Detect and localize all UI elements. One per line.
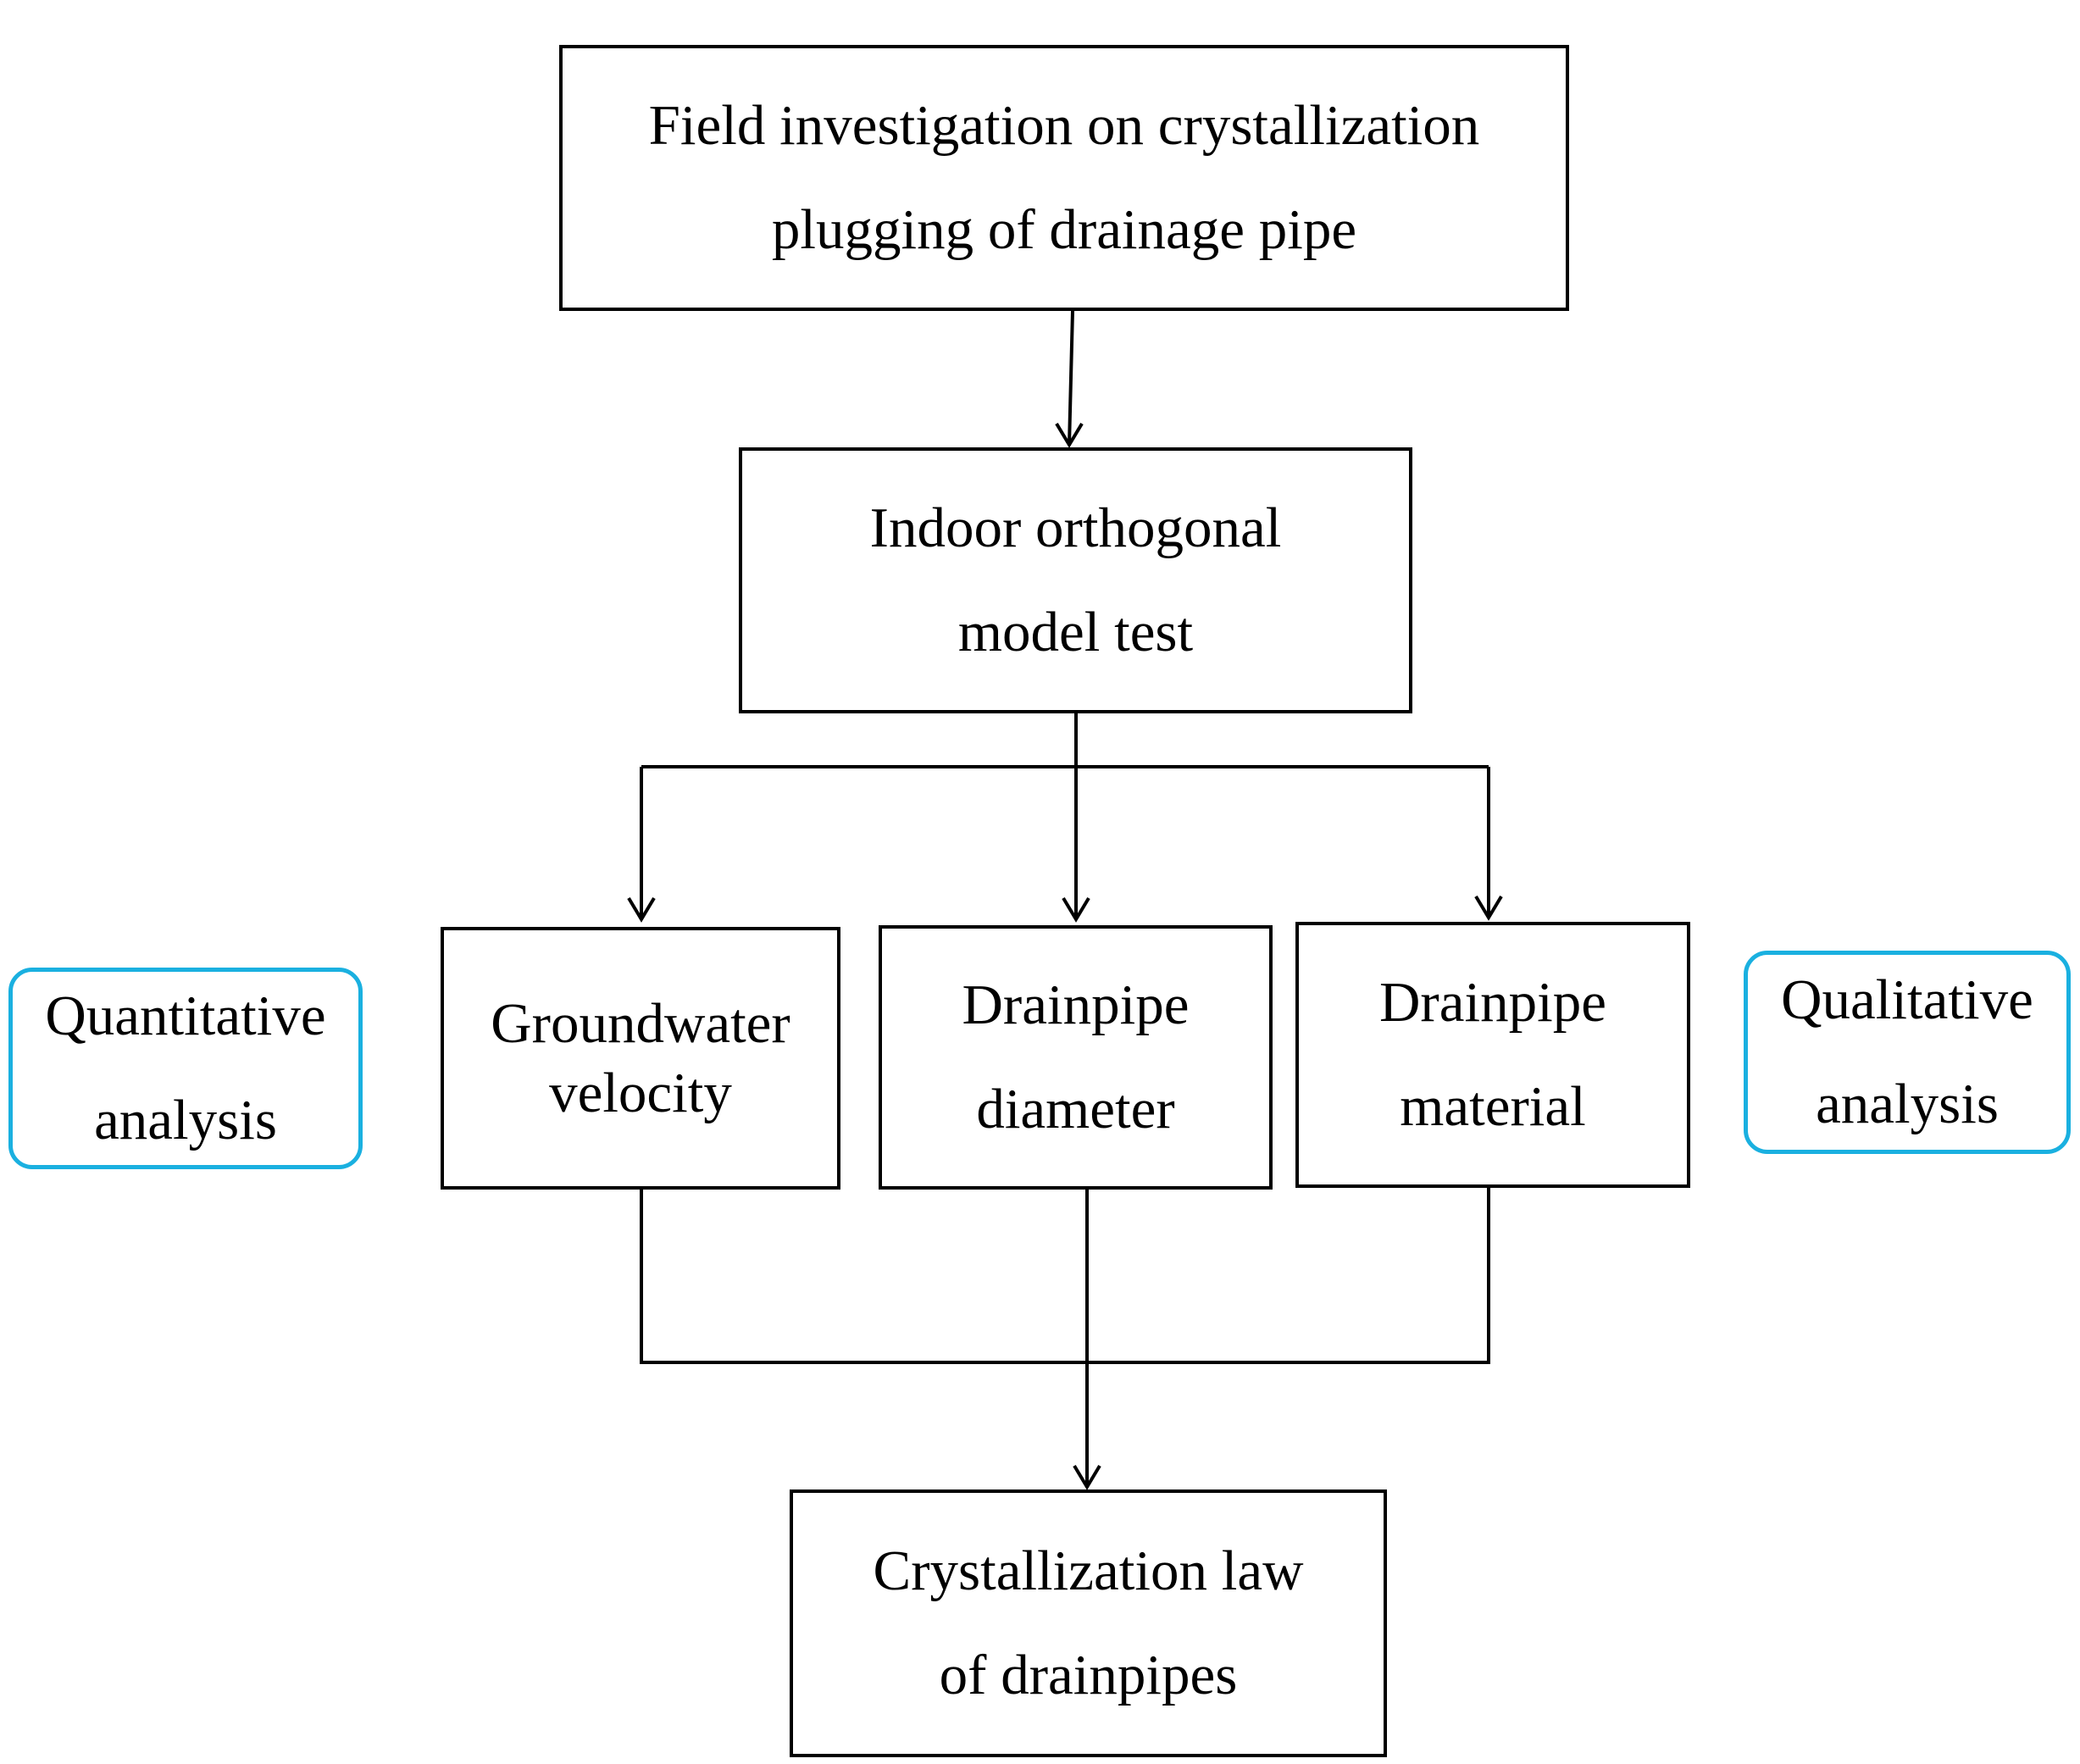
box-qualitative-analysis: Qualitative analysis [1744, 951, 2071, 1154]
box-groundwater-velocity-line-2: velocity [549, 1062, 732, 1124]
box-drainpipe-diameter-line-2: diameter [976, 1078, 1175, 1140]
box-field-investigation-line-2: plugging of drainage pipe [771, 198, 1357, 261]
box-indoor-test-line-2: model test [957, 601, 1194, 663]
box-quantitative-analysis-line-2: analysis [94, 1089, 277, 1151]
box-field-investigation: Field investigation on crystallization p… [559, 45, 1569, 311]
box-groundwater-velocity: Groundwater velocity [441, 927, 840, 1190]
box-field-investigation-line-1: Field investigation on crystallization [648, 94, 1480, 157]
box-drainpipe-diameter: Drainpipe diameter [879, 925, 1273, 1190]
arrowhead-to-law [1073, 1464, 1101, 1490]
box-crystallization-law: Crystallization law of drainpipes [790, 1489, 1387, 1757]
arrowhead-field-to-indoor [1055, 422, 1084, 448]
box-groundwater-velocity-line-1: Groundwater [491, 992, 790, 1055]
box-crystallization-law-line-2: of drainpipes [939, 1644, 1238, 1706]
box-drainpipe-material-line-1: Drainpipe [1379, 971, 1606, 1034]
box-drainpipe-material-line-2: material [1400, 1075, 1586, 1138]
arrow-field-to-indoor [1068, 310, 1074, 446]
box-quantitative-analysis-line-1: Quantitative [45, 985, 326, 1047]
arrowhead-to-diameter [1062, 896, 1090, 923]
box-drainpipe-diameter-line-1: Drainpipe [962, 974, 1190, 1036]
arrowhead-to-material [1474, 895, 1503, 921]
box-qualitative-analysis-line-2: analysis [1816, 1073, 1999, 1135]
box-drainpipe-material: Drainpipe material [1295, 922, 1690, 1188]
arrowhead-to-groundwater [627, 896, 656, 923]
box-quantitative-analysis: Quantitative analysis [8, 968, 363, 1169]
box-indoor-test: Indoor orthogonal model test [739, 447, 1412, 713]
box-qualitative-analysis-line-1: Qualitative [1781, 968, 2033, 1031]
box-crystallization-law-line-1: Crystallization law [873, 1539, 1304, 1602]
box-indoor-test-line-1: Indoor orthogonal [869, 496, 1282, 559]
